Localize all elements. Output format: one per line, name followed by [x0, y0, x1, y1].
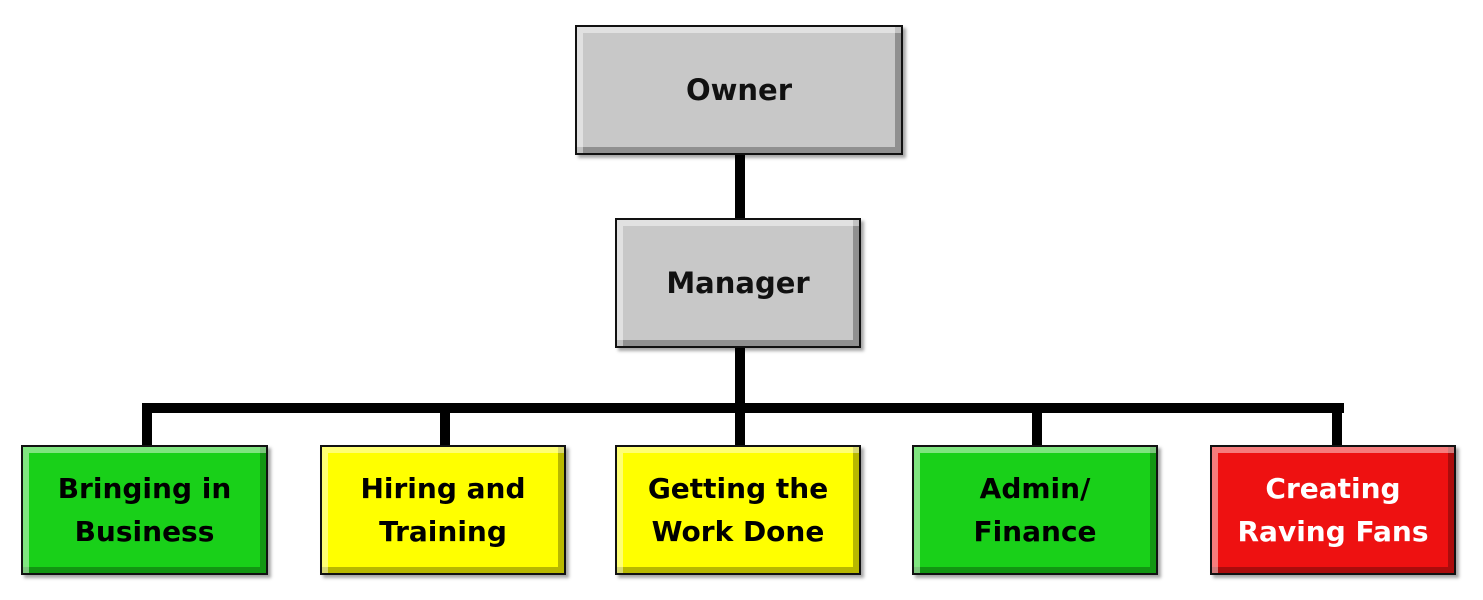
- manager-label: Manager: [666, 265, 810, 300]
- manager-box: Manager: [615, 218, 861, 348]
- dept-box-hiring-and-training: Hiring and Training: [320, 445, 566, 575]
- connector-dept-3: [735, 403, 745, 447]
- owner-label: Owner: [685, 72, 793, 107]
- connector-dept-5: [1332, 403, 1342, 447]
- dept-box-creating-raving-fans: Creating Raving Fans: [1210, 445, 1456, 575]
- owner-box: Owner: [575, 25, 903, 155]
- connector-owner-manager: [735, 153, 745, 220]
- connector-manager-bus: [735, 346, 745, 408]
- dept-label: Bringing in Business: [57, 471, 232, 548]
- connector-dept-1: [142, 403, 152, 447]
- dept-box-admin-finance: Admin/ Finance: [912, 445, 1158, 575]
- dept-label: Creating Raving Fans: [1237, 471, 1429, 548]
- connector-dept-2: [440, 403, 450, 447]
- dept-label: Hiring and Training: [360, 471, 526, 548]
- dept-box-bringing-in-business: Bringing in Business: [21, 445, 268, 575]
- connector-dept-4: [1032, 403, 1042, 447]
- dept-label: Admin/ Finance: [973, 471, 1097, 548]
- dept-label: Getting the Work Done: [647, 471, 829, 548]
- dept-box-getting-the-work-done: Getting the Work Done: [615, 445, 861, 575]
